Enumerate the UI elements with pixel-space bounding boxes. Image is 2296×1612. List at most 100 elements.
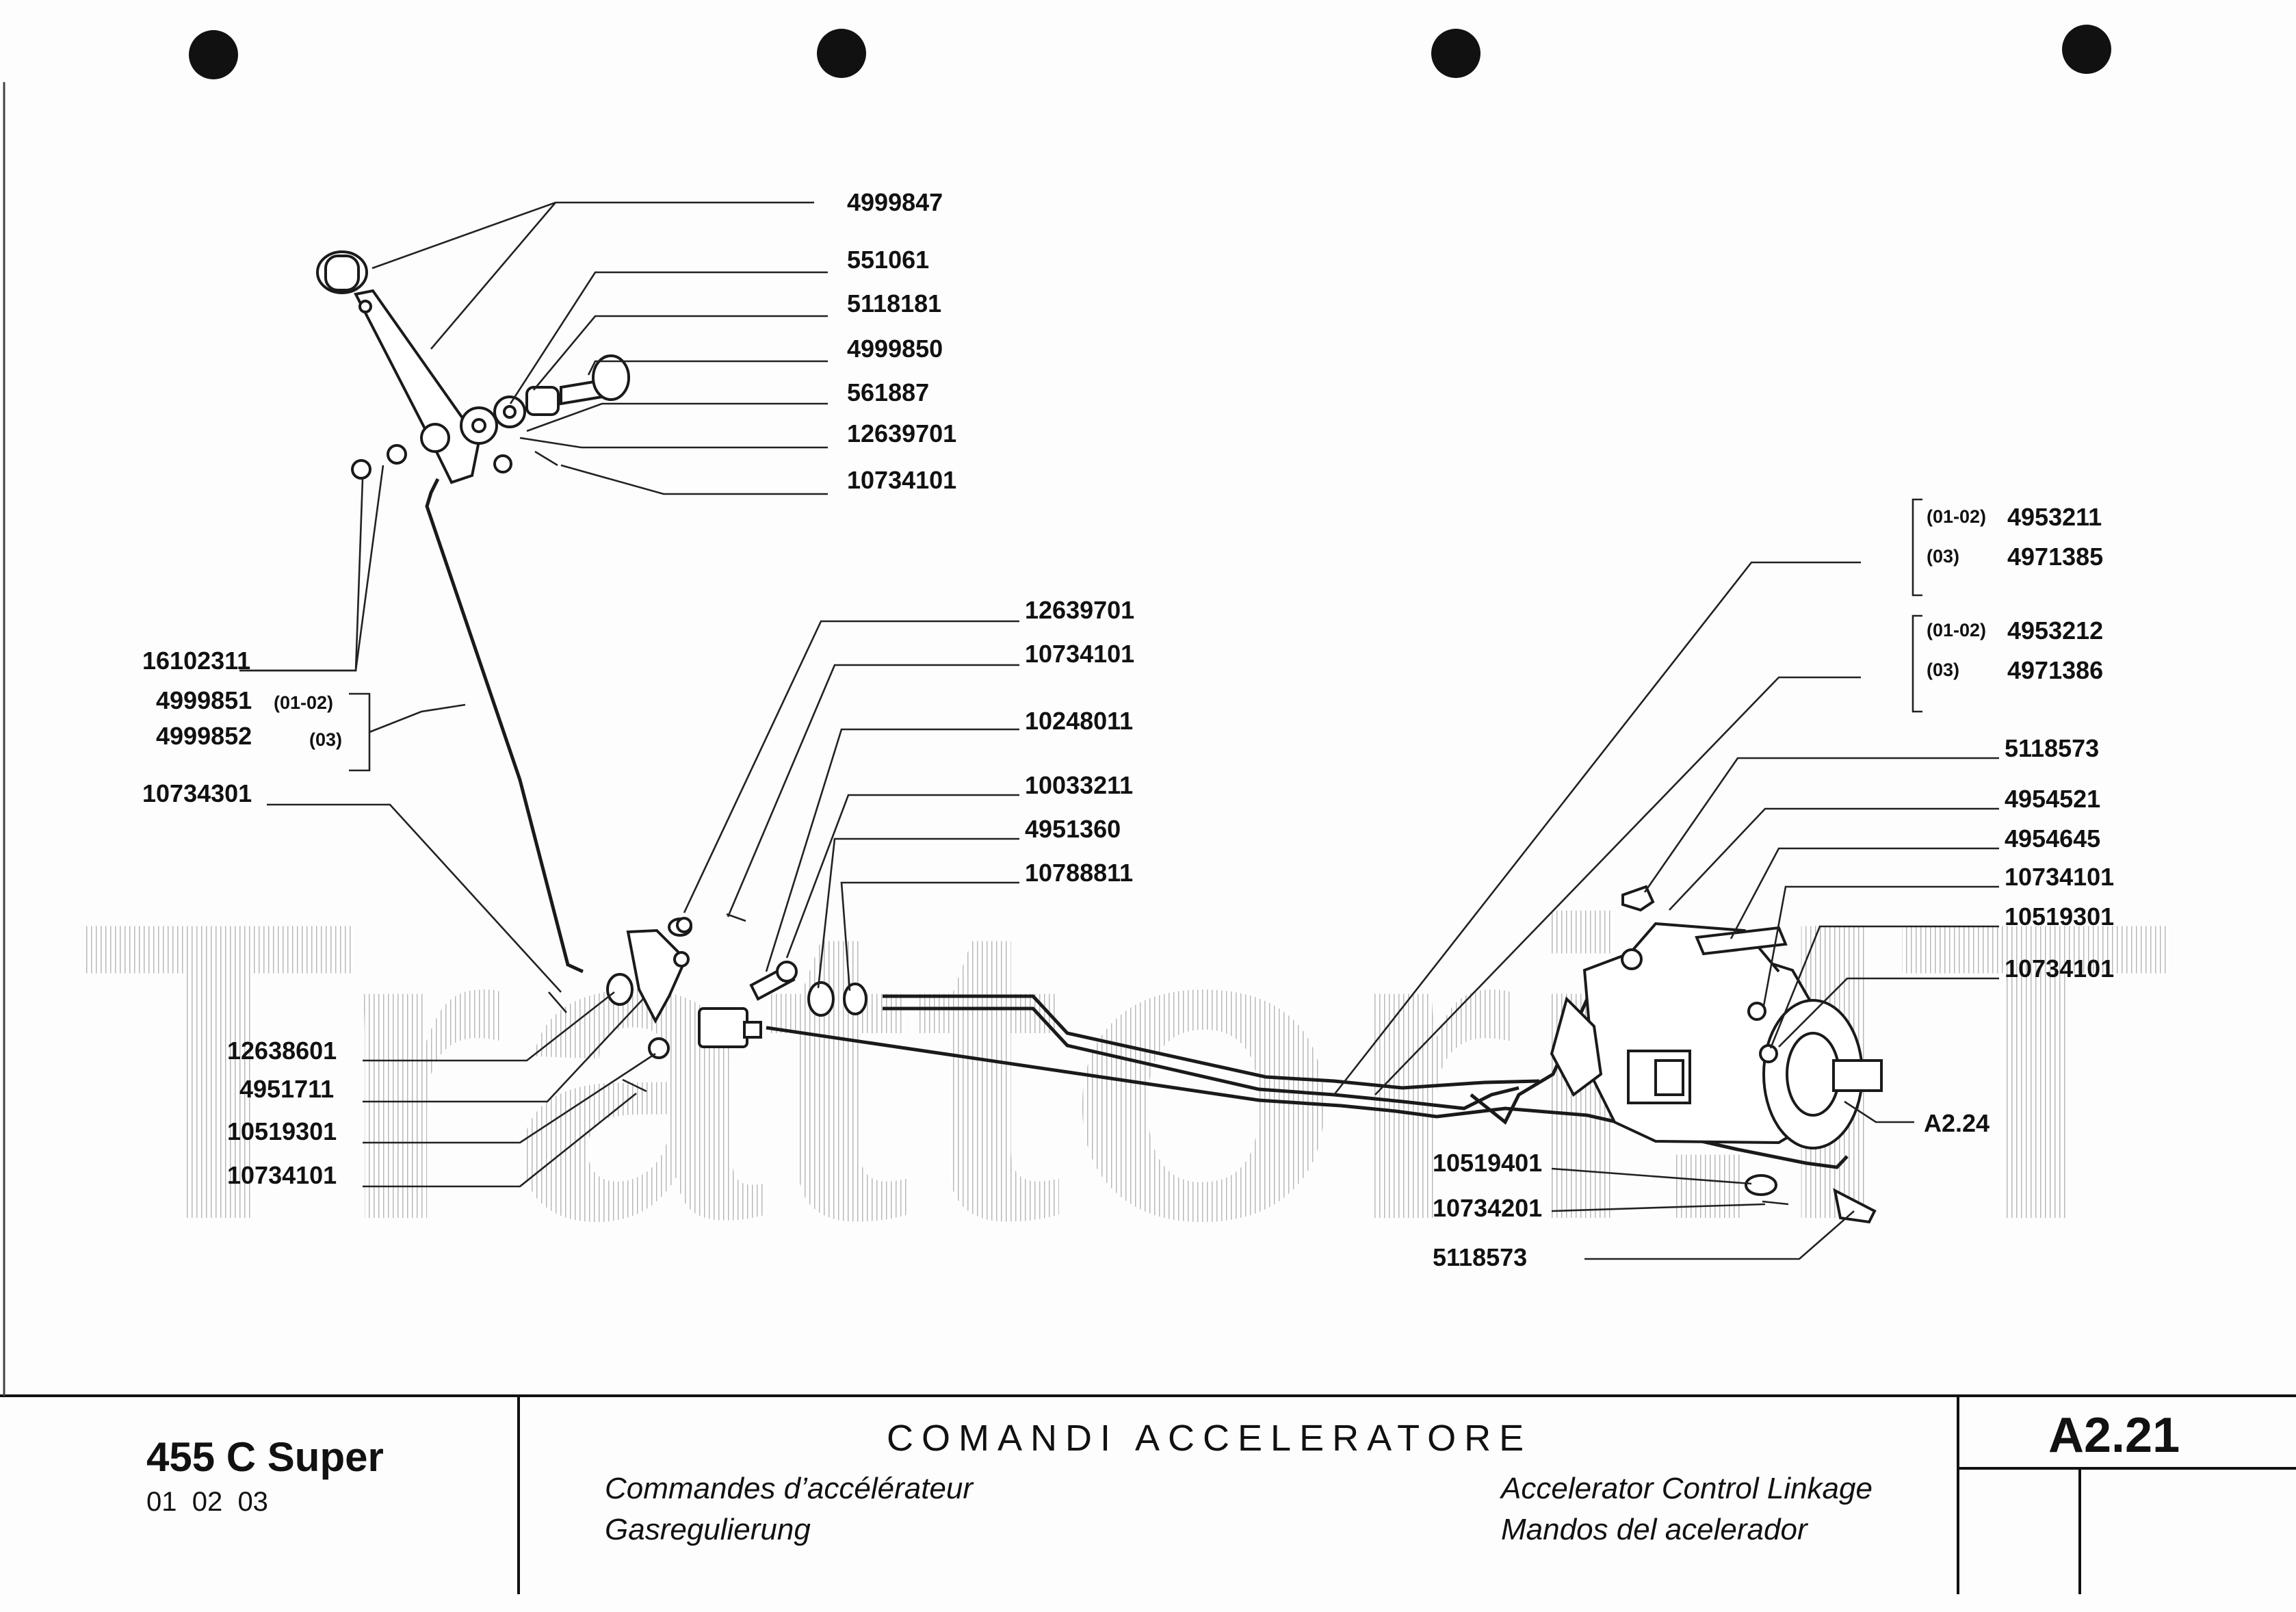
callout-label: 10788811 <box>1025 859 1133 887</box>
callout-label: 10734201 <box>1433 1194 1542 1222</box>
callout-label: 4971385 <box>2007 543 2103 571</box>
washer <box>676 917 692 933</box>
variant-label: (03) <box>1927 546 1959 567</box>
callout-labels: 4999847 551061 5118181 4999850 561887 12… <box>142 188 2114 1271</box>
callout-label: 10248011 <box>1025 707 1133 735</box>
pin-head <box>776 961 798 983</box>
title-spanish: Mandos del acelerador <box>1501 1513 1809 1546</box>
callout-label: 4953211 <box>2007 503 2102 531</box>
clevis-end <box>743 1021 762 1039</box>
pump-flange-inner <box>1786 1032 1840 1117</box>
callout-label: 12639701 <box>847 419 956 447</box>
title-french: Commandes d’accélérateur <box>605 1472 974 1505</box>
punch-hole <box>817 29 866 78</box>
callout-label: 10033211 <box>1025 771 1133 799</box>
nut <box>1621 948 1643 970</box>
callout-label: 4951360 <box>1025 815 1121 843</box>
split-pin <box>548 991 567 1013</box>
model-variants: 01 02 03 <box>146 1487 268 1517</box>
punch-hole <box>1431 29 1480 78</box>
title-english: Accelerator Control Linkage <box>1499 1472 1873 1505</box>
callout-label: 10734101 <box>847 466 956 494</box>
hand-lever <box>354 289 481 484</box>
callout-label: 5118181 <box>847 289 941 317</box>
callout-label: 4954521 <box>2005 785 2100 813</box>
lever-hub <box>420 423 450 453</box>
nut <box>1759 1044 1778 1063</box>
title-block: 455 C Super 01 02 03 COMANDI ACCELERATOR… <box>0 1394 2296 1594</box>
rod-clevis <box>698 1007 748 1048</box>
small-washer <box>493 454 512 473</box>
hand-lever-assembly <box>316 250 630 1013</box>
pump-shaft <box>1832 1059 1883 1092</box>
spring-clip <box>807 981 835 1017</box>
callout-label: 10519301 <box>227 1117 337 1145</box>
callout-label: 10734301 <box>142 779 252 807</box>
callout-label: 4971386 <box>2007 656 2103 684</box>
page-title: COMANDI ACCELERATORE <box>887 1418 1532 1459</box>
bush <box>843 983 867 1015</box>
variant-label: (03) <box>309 729 342 750</box>
title-german: Gasregulierung <box>605 1513 811 1546</box>
accelerator-rod-upper <box>883 994 1540 1090</box>
nut <box>351 459 371 480</box>
callout-label: 4999847 <box>847 188 943 216</box>
vertical-rod <box>425 478 584 974</box>
split-pin <box>726 913 746 922</box>
split-pin <box>622 1078 647 1093</box>
callout-label: 4953212 <box>2007 616 2103 645</box>
bellcrank-assembly <box>606 913 867 1093</box>
accelerator-rod-lower <box>766 1026 1849 1169</box>
nut <box>1747 1002 1766 1021</box>
washer <box>1745 1174 1777 1196</box>
bellcrank-pin <box>673 951 690 967</box>
pump-window <box>1654 1059 1684 1096</box>
callout-label: 10734101 <box>227 1161 337 1189</box>
callout-label: 12638601 <box>227 1037 337 1065</box>
pump-side <box>1550 996 1603 1097</box>
callout-label: 10734101 <box>1025 640 1134 668</box>
linkage-rods <box>766 961 1849 1169</box>
variant-label: (01-02) <box>1927 620 1986 640</box>
callout-label: 4954645 <box>2005 824 2100 853</box>
page-code: A2.21 <box>2048 1408 2180 1463</box>
leader-lines <box>239 201 1999 1260</box>
washer <box>648 1037 670 1059</box>
callout-label: 10519301 <box>2005 902 2114 931</box>
callout-label: 4999850 <box>847 335 943 363</box>
washer-hole <box>471 418 486 433</box>
split-pin <box>534 450 558 467</box>
washer <box>606 973 634 1006</box>
punch-hole <box>2062 25 2111 74</box>
injection-pump <box>1550 885 1883 1224</box>
bellcrank <box>626 928 688 1024</box>
variant-label: (01-02) <box>274 692 333 713</box>
punch-hole <box>189 30 238 79</box>
callout-label: 4951711 <box>239 1075 334 1103</box>
callout-label: 10734101 <box>2005 863 2114 891</box>
lever-knob-body <box>324 255 360 291</box>
pivot-bolt-head <box>592 354 630 401</box>
lever-hole <box>358 300 372 313</box>
callout-label: 16102311 <box>142 647 250 675</box>
callout-label: 5118573 <box>1433 1243 1527 1271</box>
callout-label: 10734101 <box>2005 954 2114 983</box>
washer-hole <box>503 405 517 419</box>
split-pin <box>1762 1200 1789 1206</box>
callout-label: 5118573 <box>2005 734 2099 762</box>
variant-label: (03) <box>1927 660 1959 680</box>
variant-label: (01-02) <box>1927 506 1986 527</box>
spring-washer <box>525 386 560 416</box>
model-name: 455 C Super <box>146 1434 384 1480</box>
reference-label: A2.24 <box>1924 1109 1990 1137</box>
callout-label: 551061 <box>847 246 929 274</box>
callout-label: 561887 <box>847 378 929 406</box>
callout-label: 4999852 <box>156 722 252 750</box>
return-spring <box>1695 926 1788 956</box>
callout-label: 4999851 <box>156 686 252 714</box>
callout-label: 10519401 <box>1433 1149 1542 1177</box>
nut <box>387 444 407 465</box>
lever-clip <box>1833 1188 1877 1224</box>
